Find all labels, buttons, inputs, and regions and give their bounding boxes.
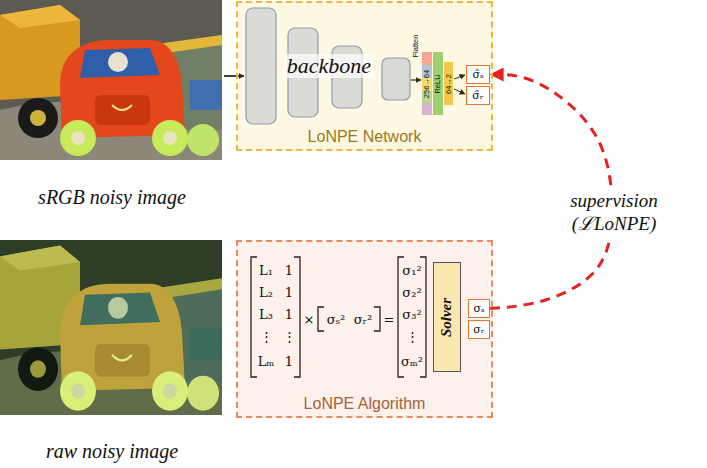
- srgb-photo-part: [112, 105, 132, 110]
- matrix-entry: ⋮: [283, 330, 296, 343]
- operator: =: [384, 313, 395, 326]
- matrix-entry: L₂: [259, 286, 273, 299]
- output-box: σ̂ₛ: [466, 65, 490, 84]
- raw-photo-part-part: [190, 328, 222, 361]
- srgb-photo-part: [18, 98, 58, 138]
- srgb-photo-part: [163, 131, 177, 145]
- srgb-photo-part: [30, 110, 46, 126]
- raw-photo-part-part: [60, 371, 96, 410]
- srgb-photo-part: [152, 120, 188, 156]
- layer-label: 256→64: [423, 70, 431, 98]
- matrix-entry: ⋮: [260, 330, 273, 343]
- raw-photo: [0, 240, 222, 415]
- solver-box: Solver: [433, 262, 461, 372]
- vector-entry: σₘ²: [401, 355, 423, 368]
- srgb-photo: [0, 0, 222, 160]
- raw-photo-part-part: [163, 383, 177, 398]
- raw-photo-part-part: [187, 376, 219, 411]
- raw-photo-part-part: [108, 297, 128, 319]
- output-box: σₛ: [468, 299, 490, 318]
- srgb-photo-part: [95, 95, 150, 125]
- matrix-entry: L₁: [259, 264, 273, 277]
- srgb-photo-part: [0, 5, 80, 28]
- algorithm-panel: LoNPE Algorithm Solver σₛ σᵣ: [236, 240, 493, 418]
- srgb-photo-part: [187, 124, 219, 156]
- raw-photo-part-part: [0, 240, 222, 415]
- srgb-photo-part: [80, 48, 160, 78]
- matrix-entry: 1: [285, 355, 293, 368]
- output-symbol: σₛ: [473, 302, 484, 315]
- raw-photo-part-part: [71, 383, 85, 398]
- layer-label: Flatten: [412, 35, 420, 58]
- raw-photo-part-part: [80, 293, 160, 326]
- raw-photo-part-part: [30, 360, 46, 378]
- vector-entry: σ₁²: [402, 264, 421, 277]
- network-panel: LoNPE Network backbone σ̂ₛ σ̂ᵣ: [236, 1, 493, 151]
- srgb-photo-part: [71, 131, 85, 145]
- backbone-block: backbone: [246, 8, 412, 124]
- vector-entry: σₛ²: [327, 313, 345, 326]
- image-caption: sRGB noisy image: [38, 187, 186, 207]
- raw-photo-part-part: [18, 347, 58, 391]
- matrix-entry: Lₘ: [258, 355, 275, 368]
- panel-title: LoNPE Algorithm: [238, 394, 491, 413]
- srgb-photo-part: [0, 0, 222, 160]
- raw-photo-part-part: [0, 245, 80, 270]
- output-symbol: σ̂ₛ: [472, 68, 483, 81]
- srgb-photo-part: [108, 52, 128, 72]
- output-box: σ̂ᵣ: [466, 86, 490, 105]
- matrix-entry: 1: [285, 264, 293, 277]
- vector-entry: σ₂²: [402, 286, 421, 299]
- matrix-entry: L₃: [259, 308, 273, 321]
- layer-label: ReLU: [434, 74, 442, 93]
- srgb-photo-part: [60, 120, 96, 156]
- edge-label: supervision (ℒLoNPE): [558, 187, 670, 237]
- output-box: σᵣ: [468, 320, 490, 339]
- raw-photo-part: [0, 240, 222, 415]
- raw-photo-part-part: [152, 371, 188, 410]
- output-symbol: σᵣ: [473, 323, 484, 336]
- layer-label: 64→2: [445, 74, 453, 94]
- vector-entry: σᵣ²: [354, 313, 373, 326]
- solver-label: Solver: [439, 297, 456, 336]
- vector-entry: ⋮: [406, 330, 419, 343]
- block-label: backbone: [284, 54, 374, 78]
- operator: ×: [304, 313, 315, 326]
- matrix-entry: 1: [285, 308, 293, 321]
- image-caption: raw noisy image: [46, 441, 178, 461]
- raw-photo-part-part: [95, 344, 150, 377]
- matrix-entry: 1: [285, 286, 293, 299]
- raw-photo-part-part: [112, 355, 132, 360]
- output-symbol: σ̂ᵣ: [472, 89, 483, 102]
- vector-entry: σ₃²: [402, 308, 421, 321]
- srgb-photo-part: [190, 80, 222, 110]
- panel-title: LoNPE Network: [238, 127, 491, 146]
